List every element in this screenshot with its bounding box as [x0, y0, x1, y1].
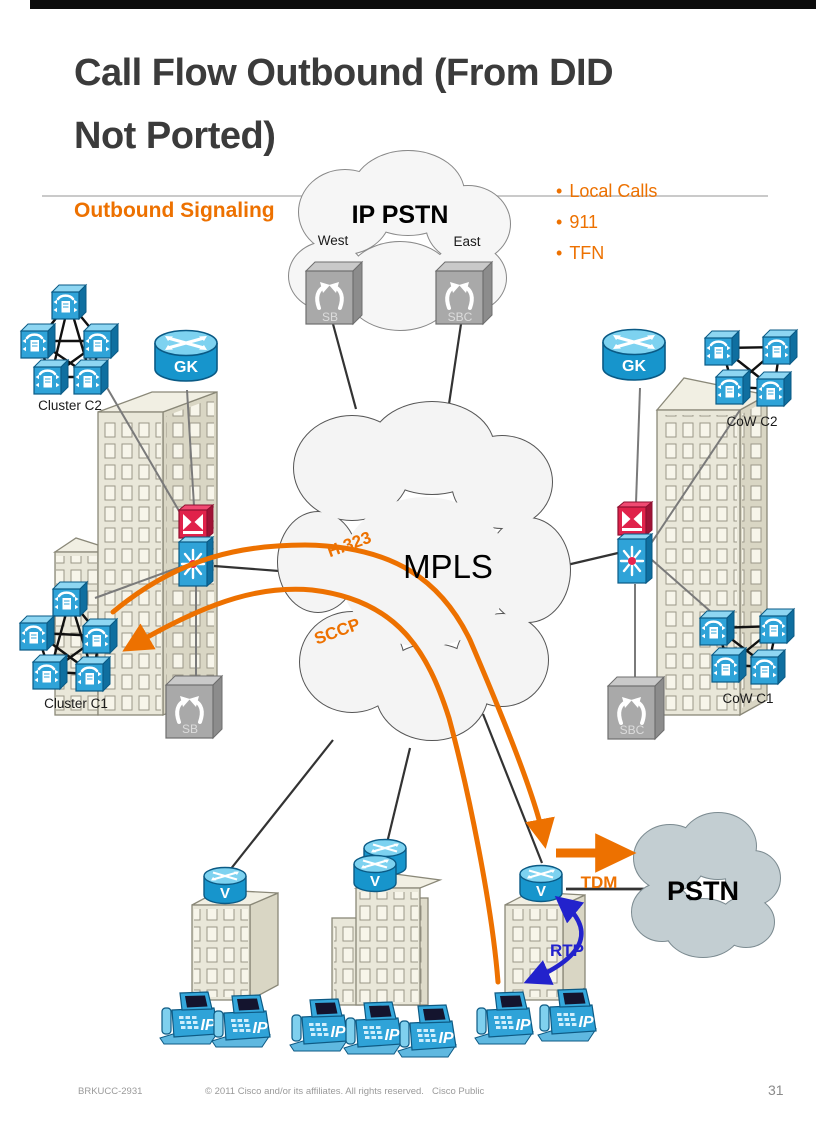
ip-phone	[211, 994, 271, 1048]
gk-right-label: GK	[622, 358, 646, 375]
ip-phone	[343, 1001, 403, 1055]
rtp-label: RTP	[550, 941, 584, 960]
pstn-label: PSTN	[667, 876, 739, 906]
footer-classification: Cisco Public	[432, 1086, 485, 1097]
building-bottom-middle	[331, 871, 443, 1006]
building-bottom-left	[191, 889, 279, 1002]
bullet-text: 911	[569, 212, 599, 232]
rtp-arrow	[523, 895, 585, 985]
slide-title-line2: Not Ported)	[74, 115, 276, 157]
bullet-item: • 911	[556, 207, 657, 238]
cow-c1-mesh	[715, 624, 779, 669]
l3-switch-right	[617, 501, 653, 536]
cluster-c2-mesh	[36, 301, 103, 379]
mpls-label: MPLS	[403, 548, 493, 585]
ip-phone	[159, 991, 219, 1045]
h323-flow-arrow	[110, 542, 555, 849]
gk-left-label: GK	[174, 359, 198, 376]
sbc-west-label: SB	[322, 310, 338, 324]
page-number: 31	[768, 1082, 784, 1098]
v-label-left: V	[220, 885, 230, 902]
cluster-c1-label: Cluster C1	[44, 696, 108, 711]
cloud-mpls	[277, 401, 571, 741]
tdm-label: TDM	[581, 873, 618, 892]
ip-phone	[397, 1004, 457, 1058]
slide-subtitle: Outbound Signaling	[74, 199, 275, 222]
l3-switch-left	[178, 504, 214, 539]
cluster-c2-label: Cluster C2	[38, 398, 102, 413]
v-label-middle: V	[370, 873, 380, 890]
sccp-flow-arrow	[122, 586, 501, 985]
sbc-right-label: SBC	[620, 723, 645, 737]
ip-phone	[289, 998, 349, 1052]
footer-session-id: BRKUCC-2931	[78, 1086, 143, 1097]
ml-switch-right	[616, 532, 654, 585]
top-edge-bar	[30, 0, 816, 9]
ip-pstn-label: IP PSTN	[352, 201, 449, 229]
bullet-text: TFN	[569, 243, 605, 263]
bullet-text: Local Calls	[569, 181, 658, 201]
bullet-marker: •	[556, 243, 563, 263]
cow-c2-label: CoW C2	[726, 414, 777, 429]
footer-copyright: © 2011 Cisco and/or its affiliates. All …	[205, 1086, 424, 1097]
slide-title: Call Flow Outbound (From DID Not Ported)	[74, 42, 674, 168]
west-label: West	[318, 233, 349, 248]
bullet-item: • TFN	[556, 238, 657, 269]
ip-phone	[474, 991, 534, 1045]
cloud-ip-pstn	[288, 150, 511, 331]
sbc-east-label: SBC	[448, 310, 473, 324]
cow-c2-mesh	[720, 345, 782, 391]
bullet-marker: •	[556, 212, 563, 232]
v-label-right: V	[536, 883, 546, 900]
building-right-tall	[655, 377, 769, 716]
slide-title-line1: Call Flow Outbound (From DID	[74, 52, 614, 94]
cloud-pstn	[631, 812, 781, 958]
cow-c1-label: CoW C1	[722, 691, 773, 706]
east-label: East	[453, 234, 480, 249]
bullet-marker: •	[556, 181, 563, 201]
bullet-item: • Local Calls	[556, 176, 657, 207]
bullet-list: • Local Calls • 911 • TFN	[556, 176, 657, 269]
sb-left-label: SB	[182, 722, 198, 736]
